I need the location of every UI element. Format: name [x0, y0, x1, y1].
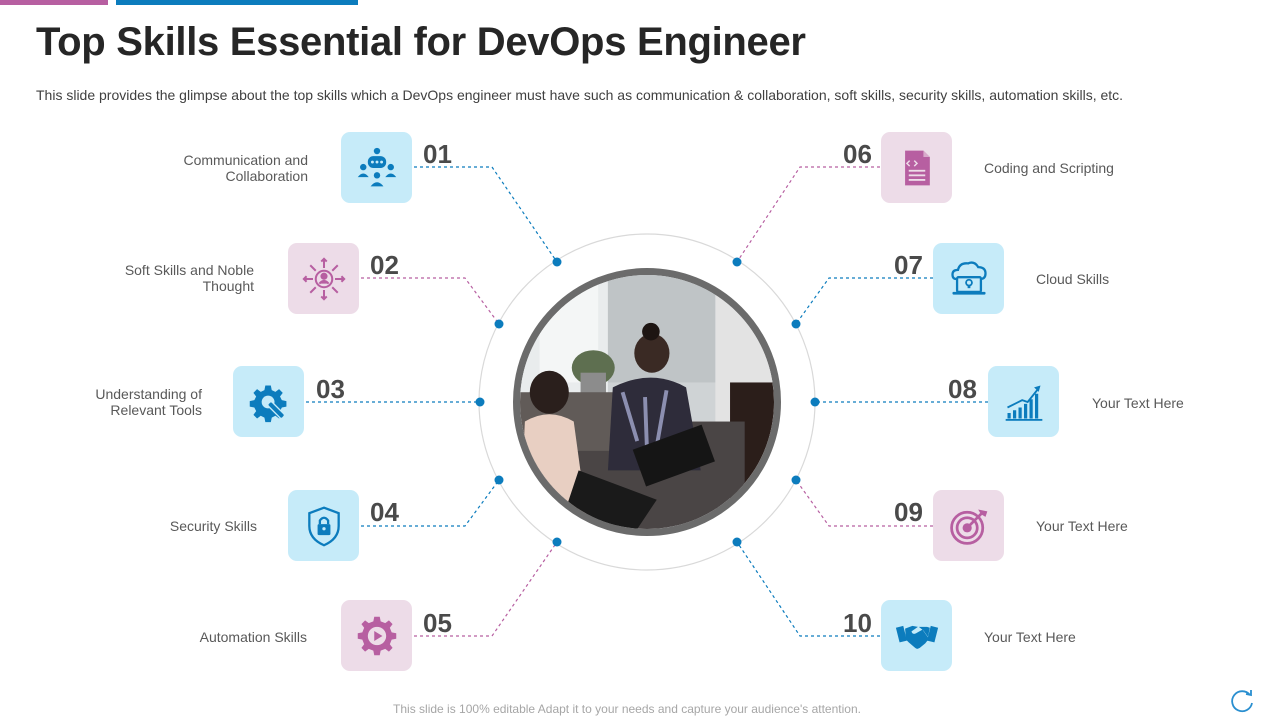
team-photo: [513, 268, 781, 536]
skill-label-09: Your Text Here: [1036, 518, 1128, 534]
accent-bar-pink: [0, 0, 108, 5]
skill-tile-01: [341, 132, 412, 203]
skill-label-08: Your Text Here: [1092, 395, 1184, 411]
ring-dot-07: [791, 319, 801, 329]
growth-chart-icon: [1005, 385, 1042, 421]
slide-title: Top Skills Essential for DevOps Engineer: [36, 20, 806, 64]
ring-dot-05: [552, 537, 562, 547]
ring-dot-10: [732, 537, 742, 547]
skill-number-02: 02: [370, 250, 399, 280]
connector-01: [414, 166, 558, 263]
ring-dot-04: [494, 475, 504, 485]
accent-bar-blue: [116, 0, 358, 5]
target-icon: [949, 509, 987, 545]
skill-tile-06: [881, 132, 952, 203]
connector-10: [736, 541, 880, 637]
tools-gear-icon: [249, 385, 286, 422]
skill-label-05: Automation Skills: [199, 629, 307, 645]
skill-number-07: 07: [894, 250, 923, 280]
skill-number-03: 03: [316, 374, 345, 404]
skill-number-05: 05: [423, 608, 452, 638]
connector-06: [736, 166, 880, 263]
skill-number-06: 06: [843, 139, 872, 169]
skill-tile-05: [341, 600, 412, 671]
ring-dot-08: [810, 397, 820, 407]
skill-tile-02: [288, 243, 359, 314]
slide-footer: This slide is 100% editable Adapt it to …: [393, 702, 861, 716]
refresh-icon[interactable]: [1228, 686, 1256, 714]
idea-person-icon: [301, 256, 346, 301]
ring-dot-06: [732, 257, 742, 267]
gear-play-icon: [357, 616, 396, 655]
ring-dot-01: [552, 257, 562, 267]
connector-05: [414, 541, 558, 637]
skill-label-03: Understanding of Relevant Tools: [95, 386, 202, 418]
connector-04: [361, 479, 500, 527]
skill-number-08: 08: [948, 374, 977, 404]
skill-label-04: Security Skills: [169, 518, 257, 534]
skill-label-07: Cloud Skills: [1036, 271, 1110, 287]
skill-label-01: Communication and Collaboration: [183, 152, 308, 184]
skill-tile-10: [881, 600, 952, 671]
skill-tile-08: [988, 366, 1059, 437]
skill-tile-09: [933, 490, 1004, 561]
slide-subtitle: This slide provides the glimpse about th…: [36, 87, 1124, 103]
skill-number-04: 04: [370, 497, 399, 527]
skill-tile-03: [233, 366, 304, 437]
code-document-icon: [904, 150, 930, 185]
handshake-icon: [895, 625, 938, 649]
cloud-laptop-icon: [950, 260, 987, 295]
skill-label-02: Soft Skills and Noble Thought: [124, 262, 254, 294]
skill-tile-07: [933, 243, 1004, 314]
skill-number-09: 09: [894, 497, 923, 527]
skill-tile-04: [288, 490, 359, 561]
skill-number-01: 01: [423, 139, 452, 169]
ring-dot-03: [475, 397, 485, 407]
ring-dot-09: [791, 475, 801, 485]
skill-number-10: 10: [843, 608, 872, 638]
skill-label-10: Your Text Here: [984, 629, 1076, 645]
skill-label-06: Coding and Scripting: [984, 160, 1114, 176]
connector-02: [361, 277, 500, 325]
ring-dot-02: [494, 319, 504, 329]
connector-07: [795, 277, 933, 325]
connector-09: [795, 479, 933, 527]
shield-lock-icon: [307, 505, 340, 547]
team-chat-icon: [357, 147, 396, 186]
